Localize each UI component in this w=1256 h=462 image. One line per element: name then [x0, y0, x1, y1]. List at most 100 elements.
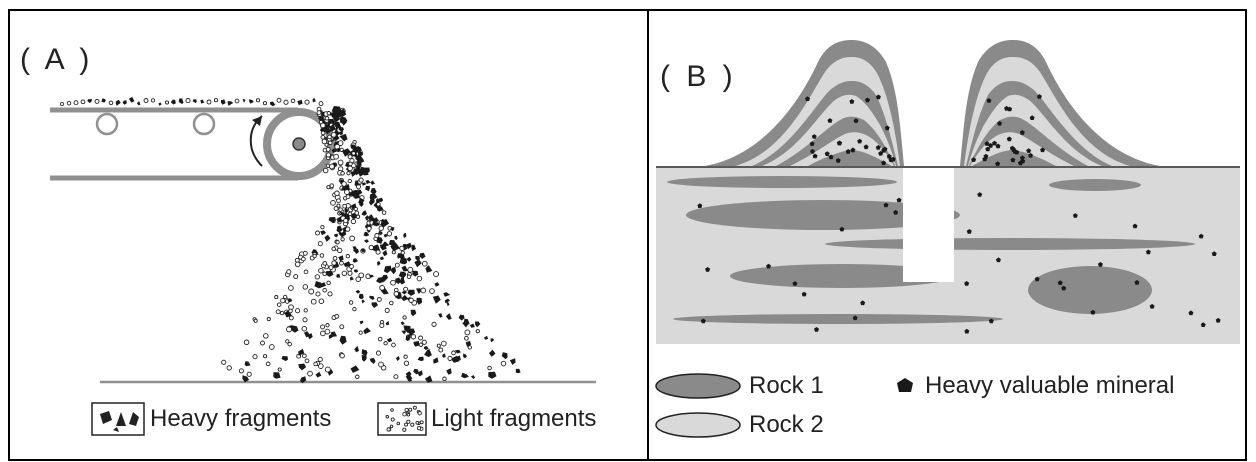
light-fragment: [325, 323, 330, 328]
light-fragment: [375, 249, 381, 255]
light-fragment: [268, 344, 275, 350]
particle-stream: [59, 96, 521, 384]
mineral-grain: [984, 141, 990, 146]
heavy-fragment: [411, 246, 417, 252]
rock1-lens-6: [1028, 266, 1152, 314]
heavy-fragment: [454, 349, 461, 354]
light-fragment: [304, 99, 310, 105]
light-fragment: [440, 340, 447, 347]
light-fragment: [325, 146, 331, 152]
heavy-fragment: [381, 274, 389, 281]
heavy-fragment: [367, 214, 375, 221]
light-fragment: [276, 302, 282, 307]
heavy-fragment: [330, 331, 338, 337]
heavy-fragment: [351, 144, 357, 150]
mineral-grain: [810, 148, 815, 154]
light-fragment: [312, 253, 317, 259]
heavy-fragment: [461, 372, 469, 379]
mineral-grain: [875, 145, 881, 150]
light-fragment: [429, 288, 435, 294]
light-fragment: [383, 341, 388, 346]
legend-light-label: Light fragments: [431, 405, 597, 432]
heavy-fragment: [417, 356, 424, 362]
heavy-fragment: [423, 346, 429, 350]
heavy-fragment: [350, 214, 357, 219]
heavy-fragment: [363, 231, 370, 237]
mineral-grain: [814, 327, 819, 332]
mineral-grain: [827, 118, 833, 123]
heavy-fragment: [325, 270, 334, 277]
light-fragment: [262, 101, 268, 106]
light-fragment: [322, 261, 328, 266]
light-fragment: [351, 151, 356, 156]
mineral-grain: [1134, 280, 1140, 285]
light-fragment: [334, 190, 340, 197]
mineral-grain: [1215, 317, 1221, 323]
heavy-fragment: [361, 299, 365, 304]
light-fragment: [164, 100, 170, 105]
light-fragment: [263, 333, 269, 339]
light-fragment: [386, 427, 391, 432]
light-fragment: [348, 300, 354, 305]
heavy-fragment: [509, 358, 516, 365]
heavy-fragment: [340, 337, 346, 342]
light-fragment: [234, 98, 240, 104]
heavy-fragment: [242, 98, 246, 103]
light-fragment: [329, 183, 334, 188]
heavy-fragment: [314, 281, 323, 289]
mineral-grain: [996, 257, 1001, 263]
waste-pile-right: [960, 40, 1160, 166]
heavy-fragment: [401, 290, 407, 295]
light-fragment: [308, 288, 315, 295]
light-fragment: [339, 260, 344, 266]
light-fragment: [286, 269, 292, 275]
heavy-fragment: [354, 345, 360, 353]
light-fragment: [331, 260, 337, 266]
heavy-fragment: [399, 257, 408, 265]
light-fragment: [318, 119, 324, 125]
mineral-grain: [853, 118, 859, 123]
light-fragment: [339, 324, 345, 330]
light-fragment: [327, 291, 333, 297]
light-fragment: [288, 308, 293, 314]
light-fragment: [330, 200, 336, 206]
heavy-fragment: [403, 325, 412, 334]
heavy-fragment: [331, 112, 338, 121]
light-fragment: [320, 324, 326, 330]
mineral-grain: [845, 149, 851, 154]
light-fragment: [433, 271, 440, 278]
light-fragment: [322, 167, 329, 174]
light-fragment: [406, 274, 412, 280]
heavy-fragment: [370, 180, 375, 185]
light-fragment: [347, 178, 352, 184]
light-fragment: [327, 134, 332, 140]
heavy-fragment: [463, 353, 467, 359]
light-fragment: [341, 270, 348, 277]
light-fragment: [310, 298, 317, 305]
heavy-fragment: [374, 222, 380, 227]
heavy-fragment: [417, 370, 423, 377]
heavy-fragment: [412, 270, 419, 277]
legend-heavy-swatch: [91, 402, 145, 436]
heavy-fragment: [269, 101, 276, 107]
heavy-fragment: [401, 330, 406, 335]
light-fragment: [475, 329, 480, 334]
heavy-fragment: [397, 253, 402, 259]
heavy-fragment: [475, 321, 481, 328]
light-fragment: [287, 341, 292, 347]
heavy-fragment: [489, 349, 496, 357]
heavy-fragment: [339, 211, 345, 216]
light-fragment: [406, 419, 411, 424]
light-fragment: [421, 339, 427, 345]
heavy-fragment: [363, 327, 371, 335]
light-fragment: [355, 374, 360, 380]
light-fragment: [358, 177, 364, 183]
light-fragment: [400, 250, 405, 255]
heavy-fragment: [394, 235, 398, 240]
light-fragment: [246, 371, 252, 377]
heavy-fragment: [87, 99, 92, 104]
light-fragment: [328, 265, 334, 271]
mineral-grain: [1097, 262, 1103, 267]
heavy-fragment: [444, 298, 450, 304]
